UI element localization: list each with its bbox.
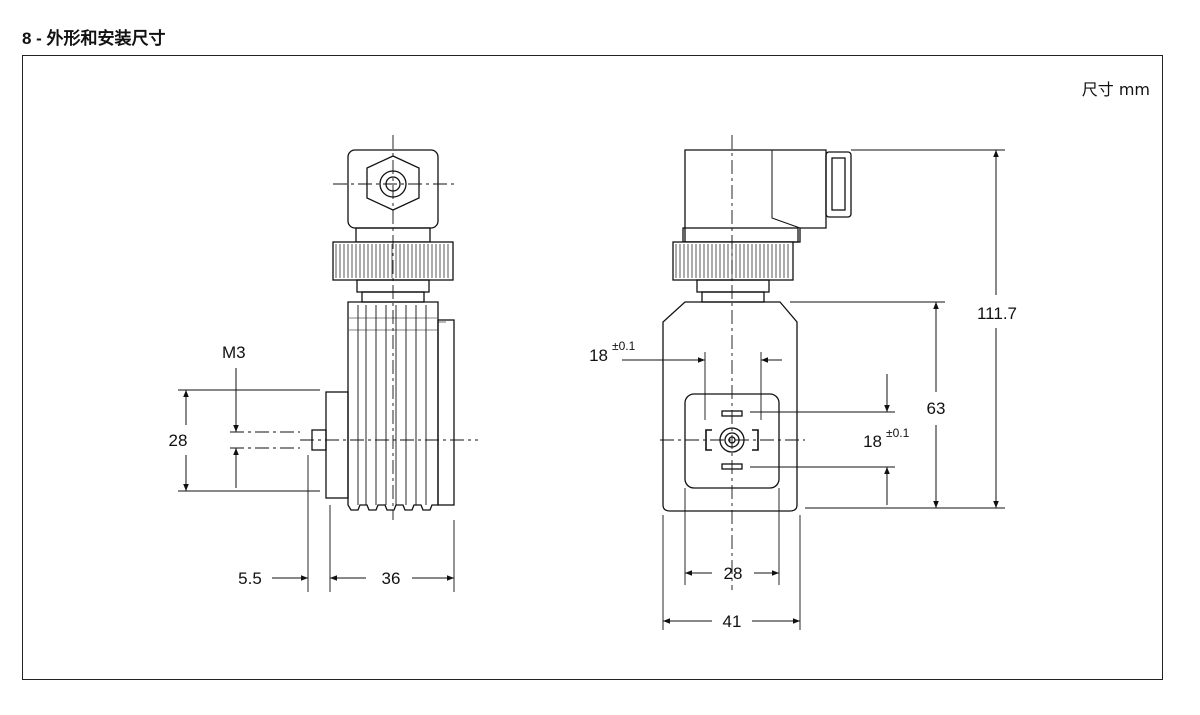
front-knurled-nut [672, 241, 794, 303]
side-dimension-lines [183, 368, 454, 581]
dim-width-label: 36 [382, 569, 401, 588]
front-connector [682, 149, 852, 243]
side-mounting-stub [311, 391, 349, 499]
front-center-lines [660, 135, 805, 590]
dim-height-label: 28 [169, 431, 188, 450]
front-body [662, 301, 798, 512]
side-extension-lines [178, 389, 455, 592]
front-extension-lines [662, 149, 1005, 630]
dim-hole-v-tolerance: ±0.1 [886, 426, 910, 440]
section-title: 8 - 外形和安装尺寸 [22, 29, 166, 48]
dim-plate-width-label: 28 [724, 564, 743, 583]
dim-body-height-label: 63 [927, 399, 946, 418]
front-dimension-lines [622, 150, 999, 624]
drawing-frame: 尺寸 mm [22, 55, 1163, 680]
front-view [622, 135, 1005, 630]
dim-total-height-label: 111.7 [977, 304, 1017, 323]
side-center-lines [230, 135, 478, 520]
dim-hole-h-value: 18 [589, 346, 608, 365]
dim-hole-h-tolerance: ±0.1 [612, 339, 636, 353]
side-view [178, 135, 478, 592]
thread-label: M3 [222, 343, 246, 362]
dim-offset-label: 5.5 [238, 569, 262, 588]
units-label: 尺寸 mm [1081, 80, 1150, 99]
dim-body-width-label: 41 [723, 612, 742, 631]
dim-hole-v-value: 18 [863, 432, 882, 451]
side-finned-body [347, 301, 455, 511]
